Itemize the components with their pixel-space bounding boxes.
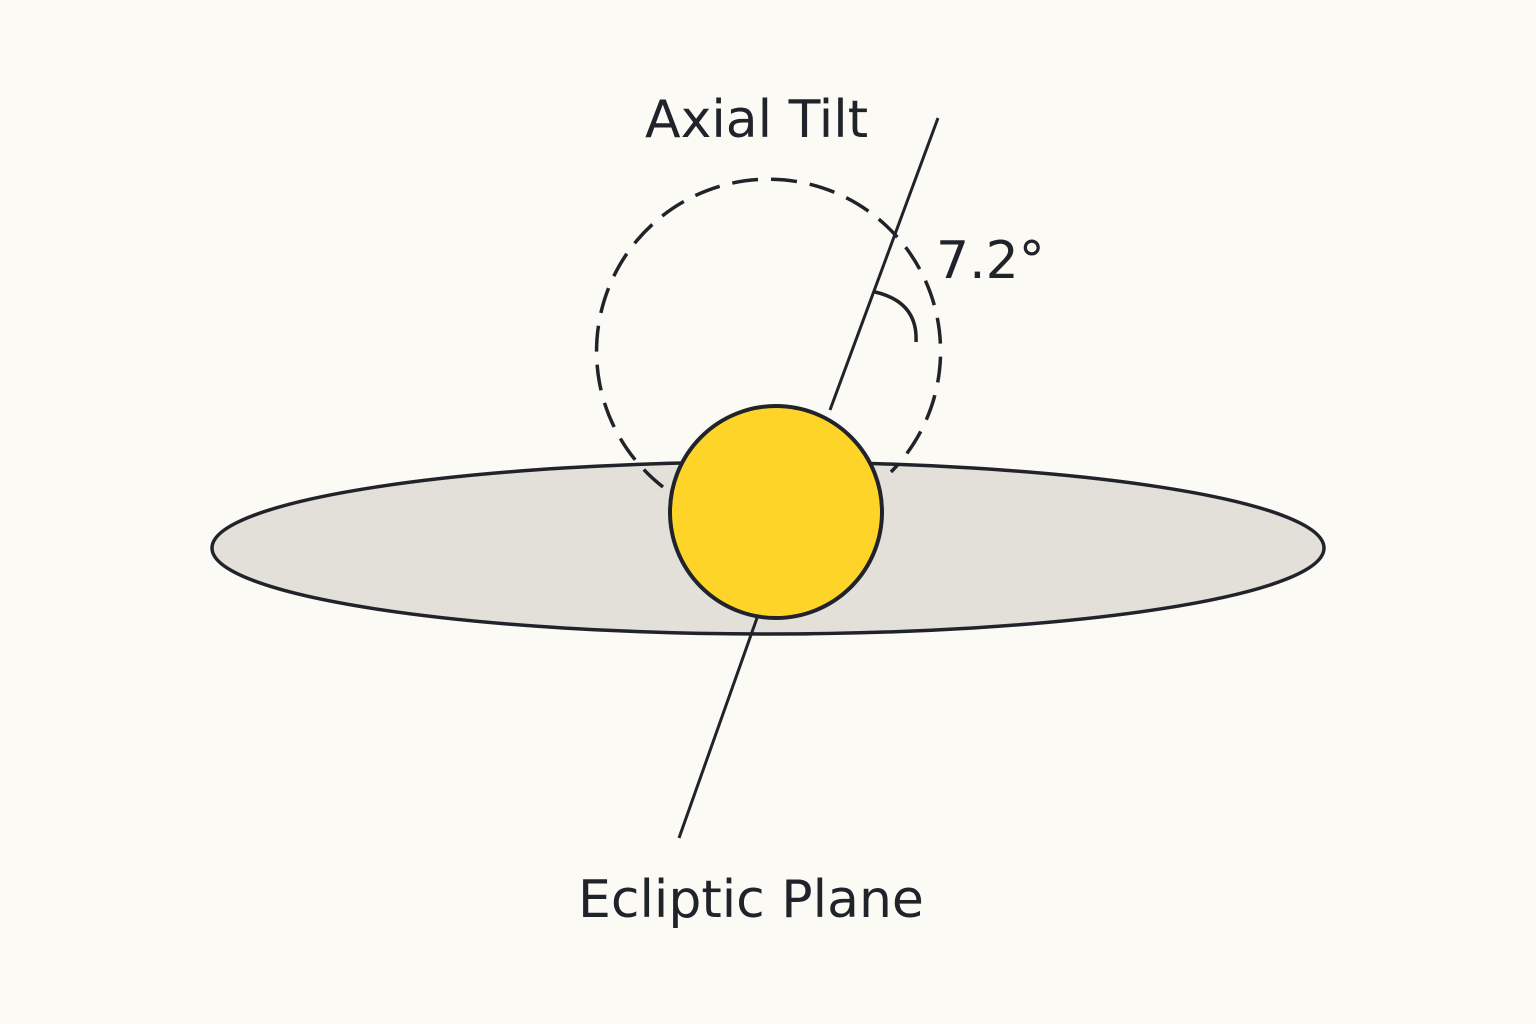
angle-arc (874, 290, 918, 343)
sun-disc (668, 404, 884, 620)
dashed-reference-circle (594, 177, 943, 489)
axis-line-lower (677, 617, 759, 839)
ecliptic-plane-label: Ecliptic Plane (578, 870, 924, 930)
axial-tilt-label: Axial Tilt (645, 90, 868, 150)
axis-line-upper (828, 117, 940, 411)
angle-value-label: 7.2° (936, 231, 1045, 291)
